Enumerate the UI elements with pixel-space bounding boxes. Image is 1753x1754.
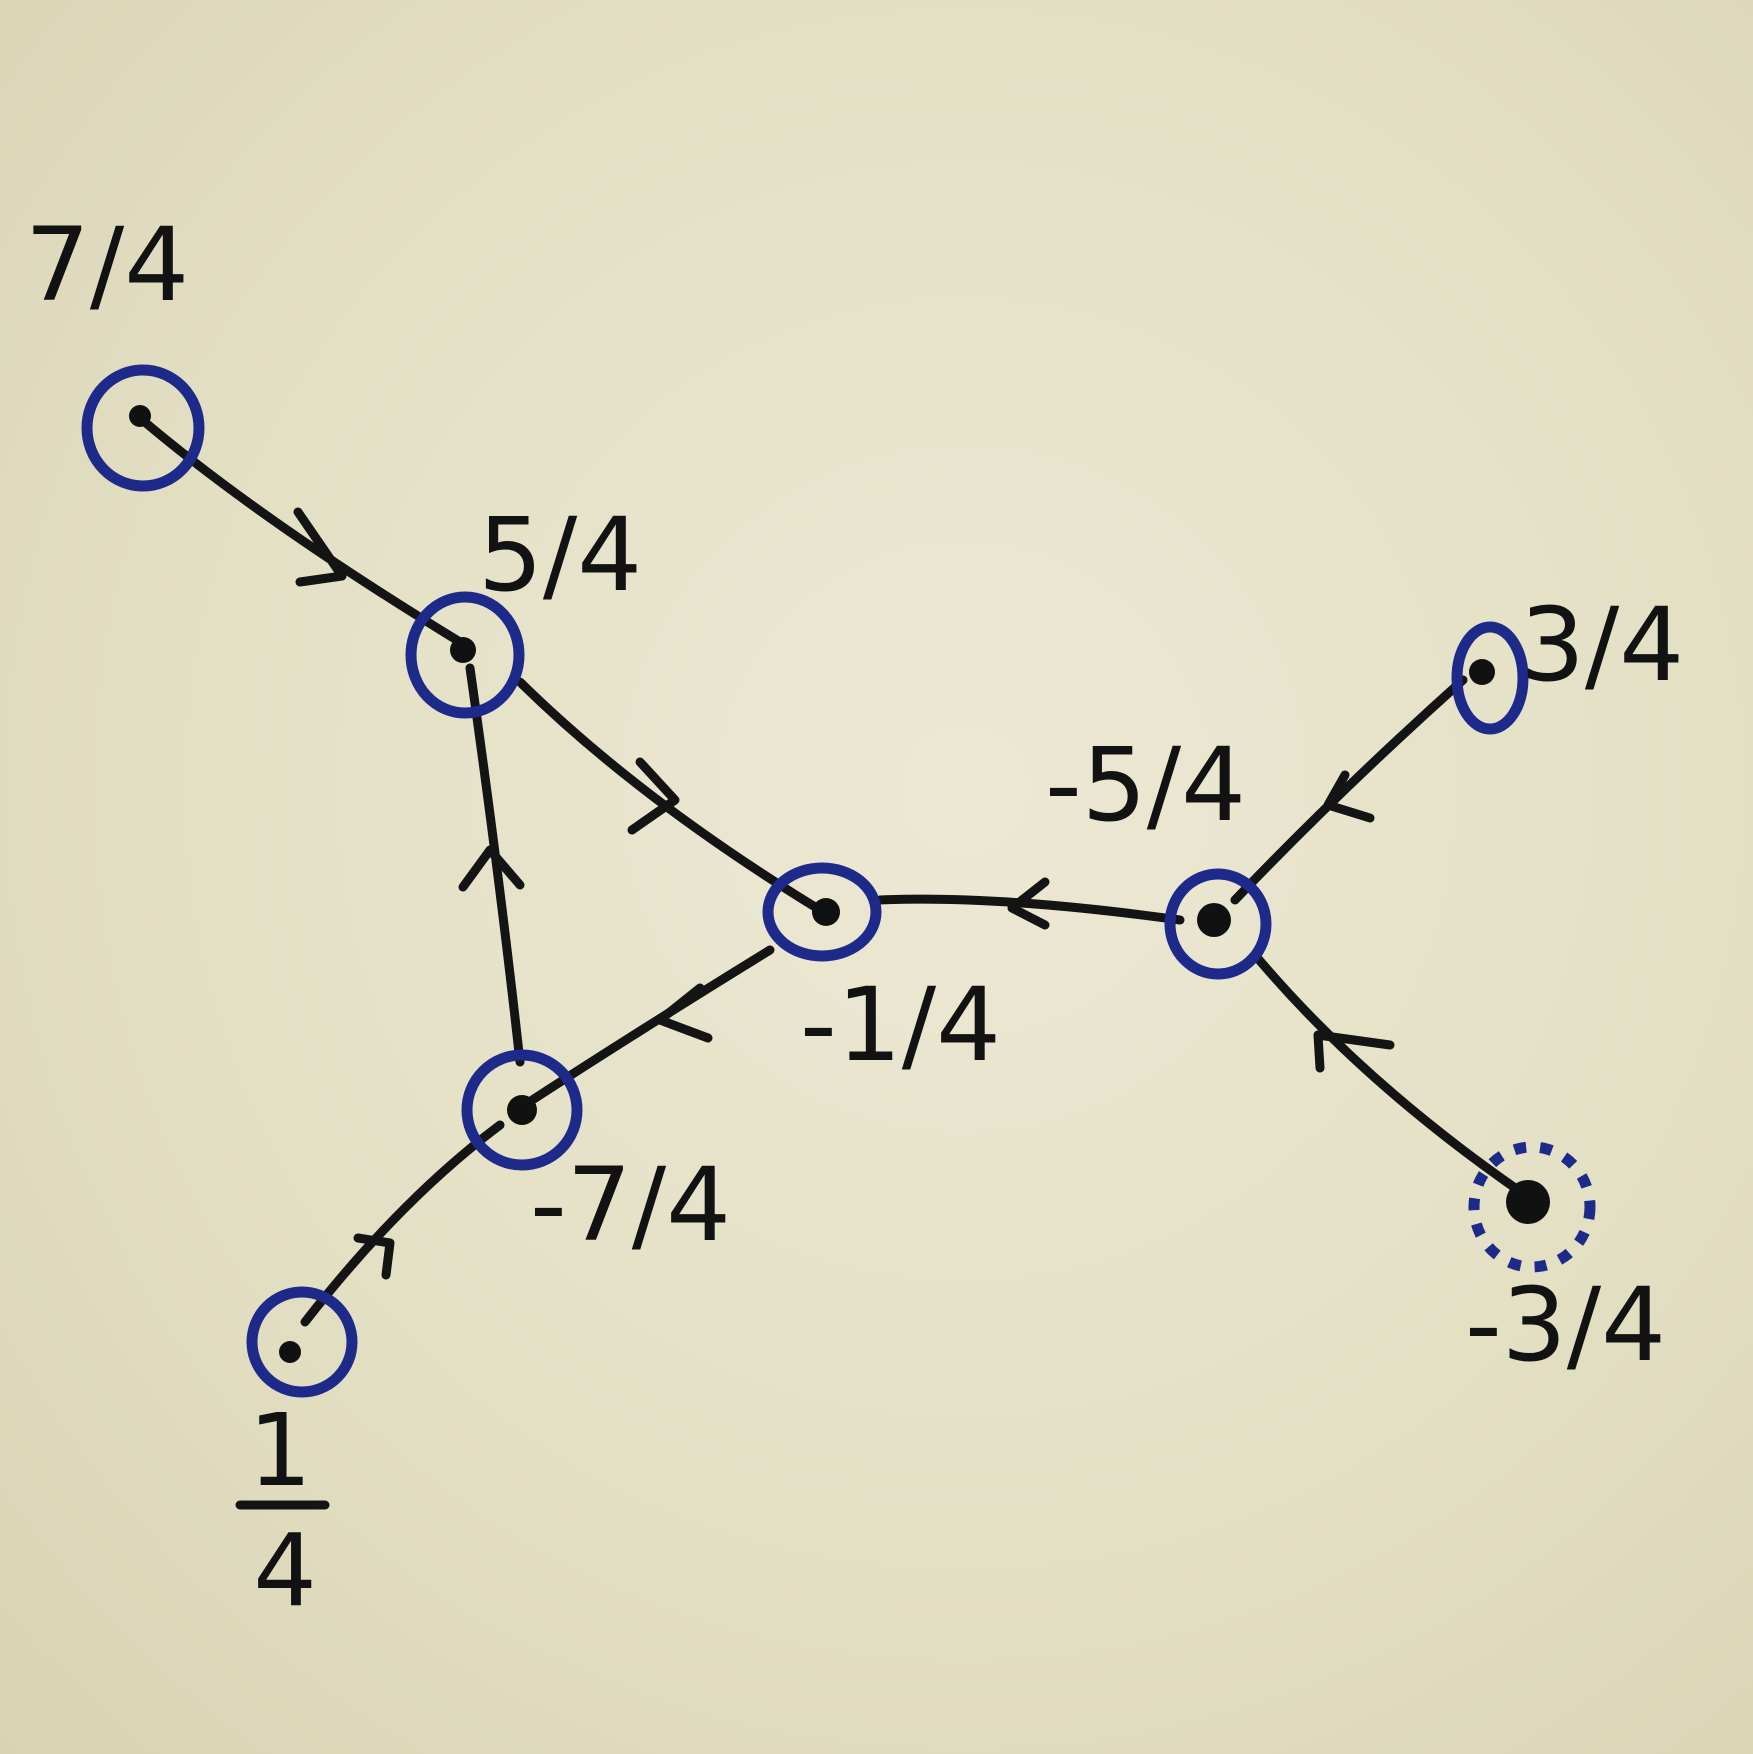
node-dot (812, 898, 840, 926)
node-ring (1164, 868, 1272, 980)
node-h (1468, 1141, 1596, 1273)
node-c (762, 862, 882, 962)
label-node-c: -1/4 (800, 966, 1001, 1085)
fraction-numerator: 1 (248, 1392, 312, 1509)
edge-b-c (515, 677, 825, 915)
label-node-b: 5/4 (478, 496, 642, 615)
edge-a-b (135, 413, 465, 647)
arrowhead-c-d (655, 983, 713, 1043)
node-dot (1197, 903, 1231, 937)
arrowheads (293, 507, 1395, 1280)
label-node-g: 3/4 (1520, 586, 1684, 705)
edge-e-d (300, 1120, 505, 1327)
nodes (81, 364, 1596, 1398)
node-ring (1451, 621, 1529, 735)
node-d (461, 1049, 583, 1171)
arrowhead-h-f (1313, 1030, 1395, 1073)
label-node-e: 1 4 (235, 1392, 330, 1629)
node-f (1164, 868, 1272, 980)
label-node-h: -3/4 (1465, 1266, 1666, 1385)
edge-d-b (465, 663, 525, 1067)
node-e (246, 1286, 358, 1398)
node-ring (405, 591, 525, 719)
fraction-denominator: 4 (253, 1512, 317, 1629)
arrowhead-f-c (1007, 877, 1050, 930)
arrowhead-g-f (1323, 770, 1375, 823)
labels: 7/4 5/4 -1/4 -7/4 -5/4 3/4 -3/4 1 4 (25, 206, 1684, 1629)
label-node-a: 7/4 (25, 206, 189, 325)
node-a (81, 364, 205, 492)
node-dot (507, 1095, 537, 1125)
node-ring (81, 364, 205, 492)
label-node-f: -5/4 (1045, 726, 1246, 845)
edge-g-f (1230, 675, 1468, 905)
node-dot (1506, 1180, 1550, 1224)
node-b (405, 591, 525, 719)
node-g (1451, 621, 1529, 735)
node-ring (246, 1286, 358, 1398)
arrowhead-a-b (293, 507, 347, 587)
edge-h-f (1250, 950, 1523, 1195)
arrowhead-b-c (627, 757, 680, 835)
node-ring-dashed (1468, 1141, 1596, 1273)
node-ring (762, 862, 882, 962)
edge-c-d (515, 945, 775, 1113)
node-dot (279, 1341, 301, 1363)
node-dot (1469, 659, 1495, 685)
node-dot (129, 405, 151, 427)
node-ring (461, 1049, 583, 1171)
node-dot (450, 637, 476, 663)
arrowhead-e-d (353, 1233, 395, 1280)
arrowhead-d-b (458, 845, 525, 892)
label-node-d: -7/4 (530, 1146, 731, 1265)
